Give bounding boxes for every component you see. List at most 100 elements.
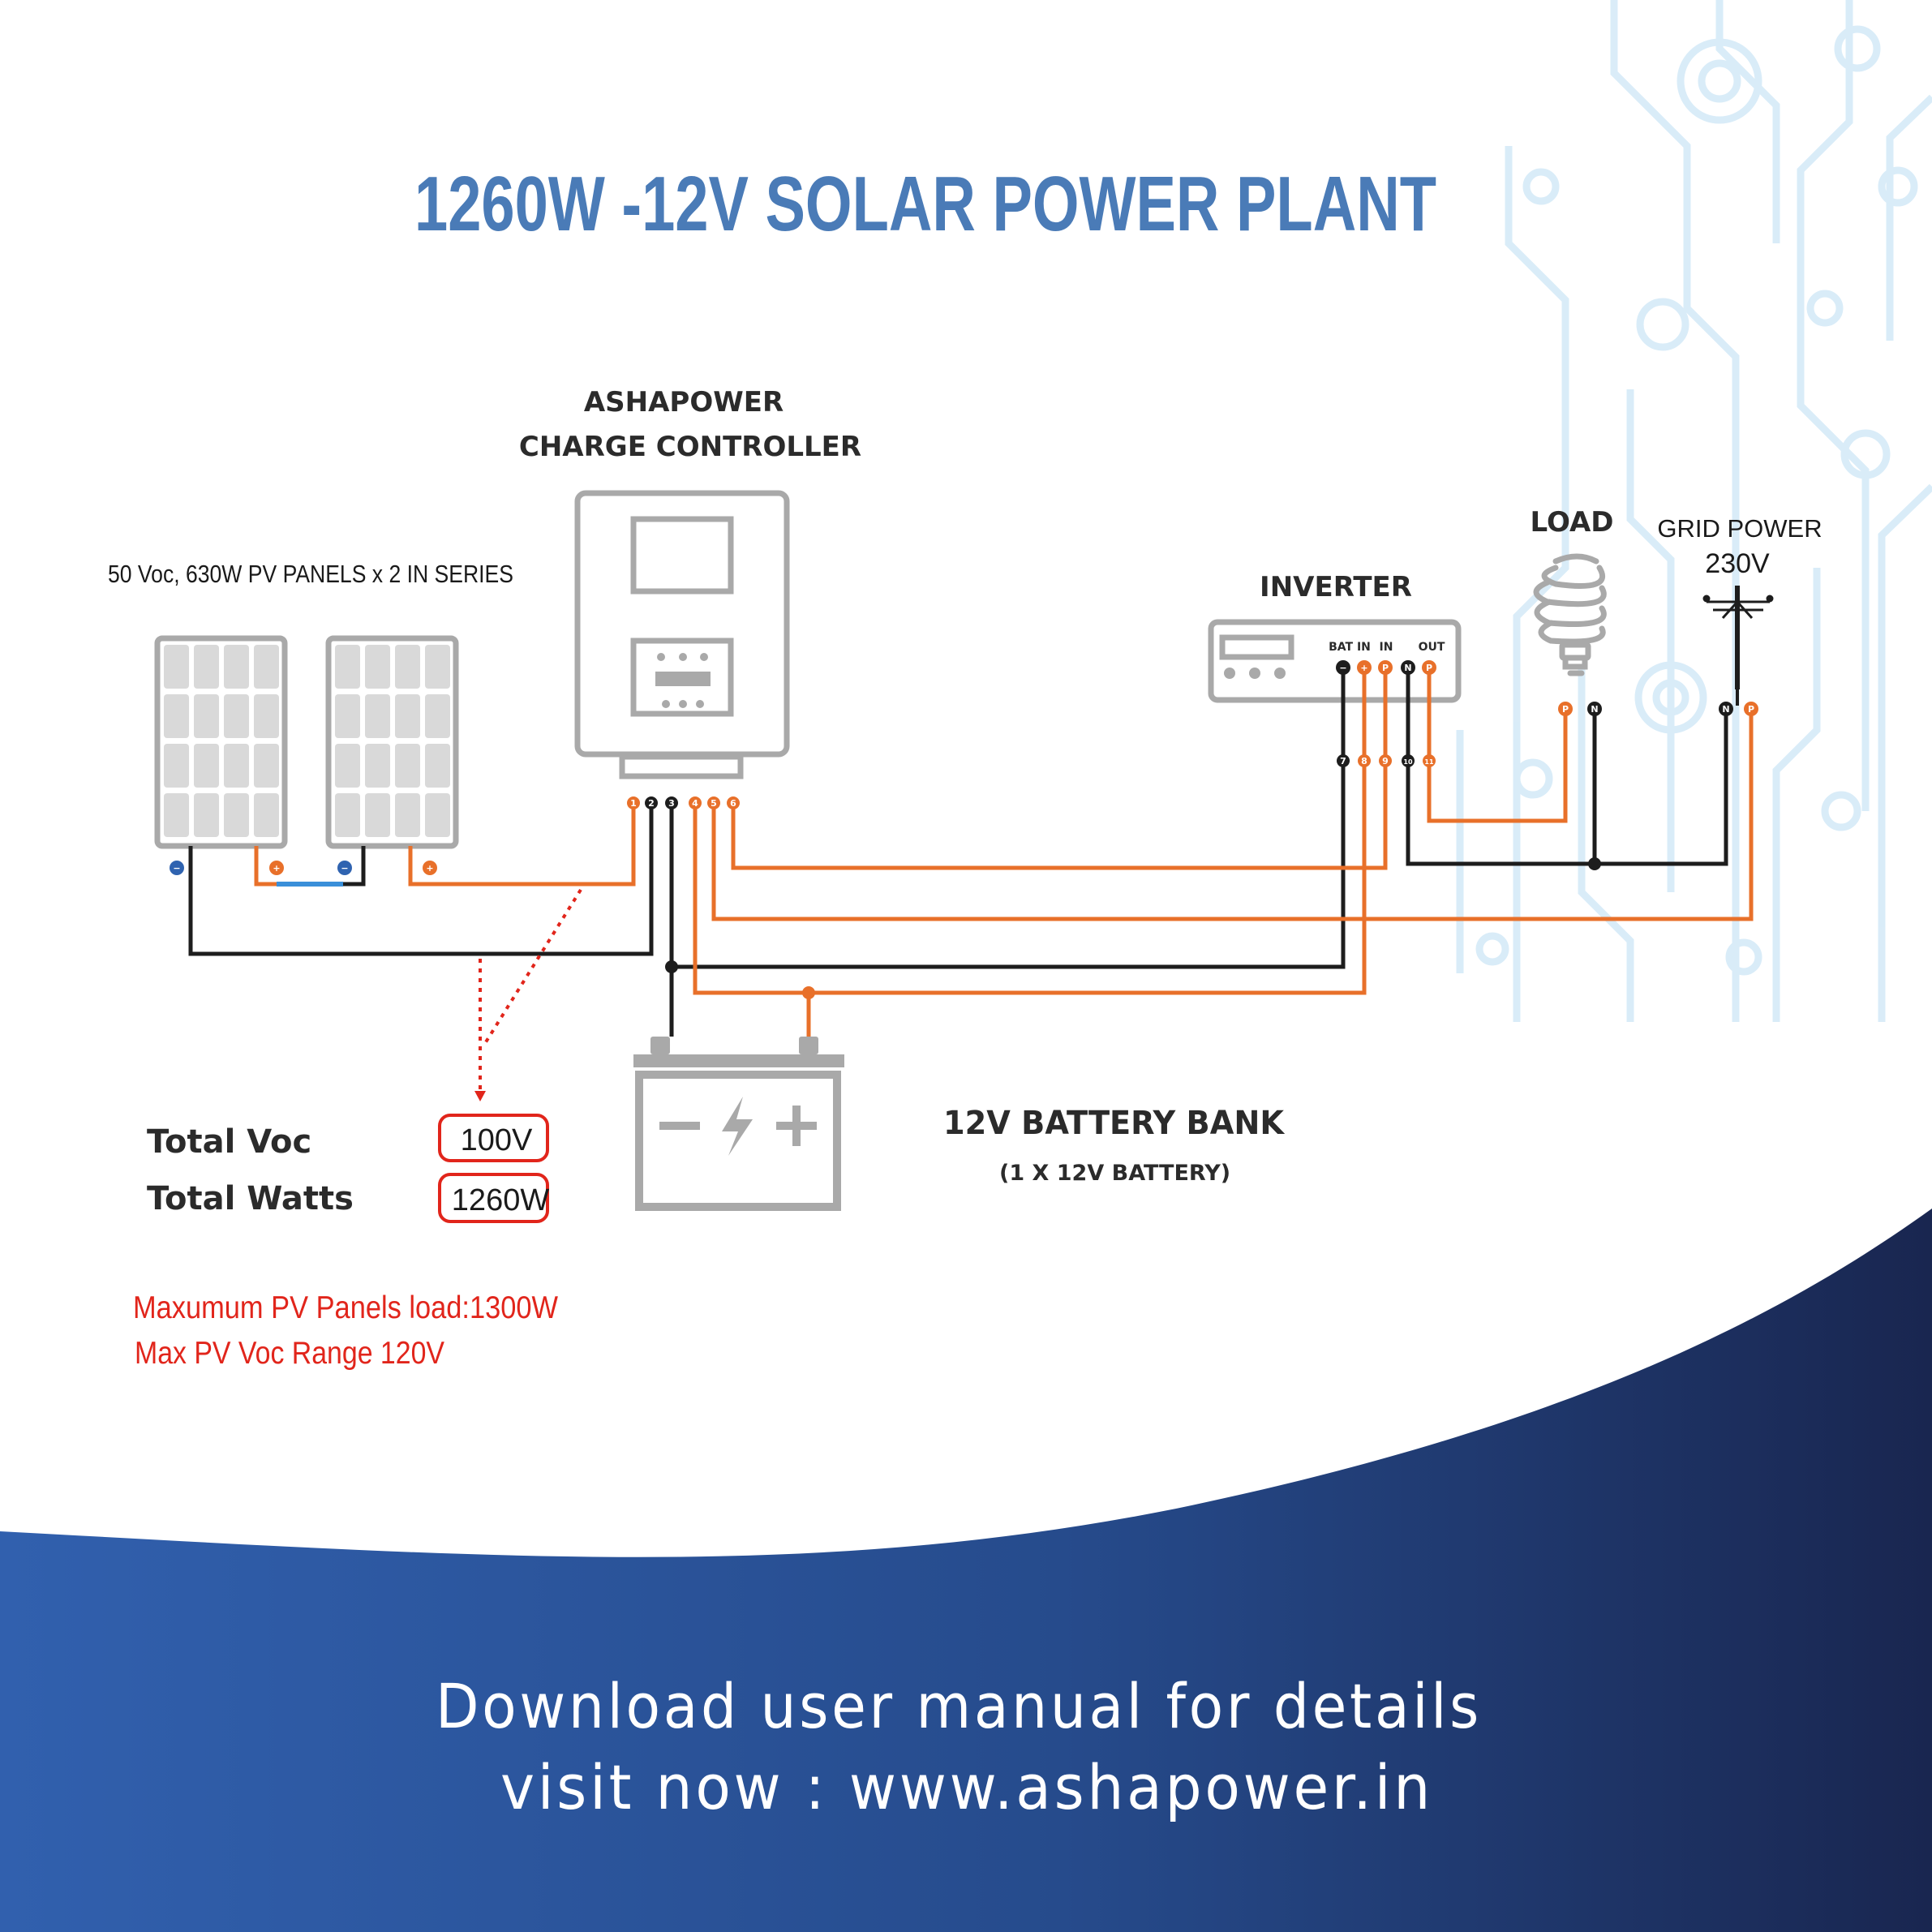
inverter-terminal-9-label: 9 bbox=[1382, 756, 1389, 766]
inverter-terminal-8-dot bbox=[1358, 754, 1371, 767]
panel-2-positive-terminal: + bbox=[423, 861, 437, 875]
controller-terminal-1-label: 1 bbox=[630, 798, 637, 809]
inverter-in-n-terminal-dot bbox=[1401, 660, 1415, 675]
inverter-label: INVERTER bbox=[1260, 571, 1412, 603]
load-n-terminal: N bbox=[1587, 702, 1602, 716]
inverter-in-n-terminal: N bbox=[1401, 660, 1415, 675]
controller-terminal-3-label: 3 bbox=[668, 798, 675, 809]
panel-1-positive-terminal-dot bbox=[269, 861, 284, 875]
inverter-in-label: IN bbox=[1380, 641, 1393, 654]
load-label: LOAD bbox=[1531, 506, 1614, 539]
footer-line-1: Download user manual for details bbox=[436, 1670, 1482, 1742]
panel-2-negative-terminal-label: − bbox=[341, 863, 348, 874]
panel-1-negative-terminal-label: − bbox=[173, 863, 180, 874]
battery-sub-label: (1 X 12V BATTERY) bbox=[999, 1161, 1230, 1186]
panel-2-negative-terminal: − bbox=[337, 861, 352, 875]
inverter-terminal-8: 8 bbox=[1358, 754, 1371, 767]
inverter-out-p-terminal-dot bbox=[1422, 660, 1436, 675]
pv-panel-2-cell bbox=[335, 793, 360, 837]
load-p-terminal-dot bbox=[1558, 702, 1573, 716]
controller-terminal-2-dot bbox=[645, 796, 658, 809]
controller-terminal-5: 5 bbox=[707, 796, 720, 809]
pv-panel-2-cell bbox=[365, 793, 390, 837]
pointer-arrowhead bbox=[474, 1091, 486, 1101]
inverter-bat-in-label: BAT IN bbox=[1329, 641, 1371, 654]
pv-panel-2-cell bbox=[395, 694, 420, 738]
controller-terminal-2-label: 2 bbox=[648, 798, 655, 809]
pv-panel-1-cell bbox=[194, 744, 219, 788]
pv-panel-1-cell bbox=[254, 793, 279, 837]
pv-panel-1 bbox=[154, 635, 288, 849]
inverter-bat-negative-terminal-label: − bbox=[1339, 663, 1346, 673]
inverter-terminal-11: 11 bbox=[1423, 754, 1436, 767]
controller-terminal-3: 3 bbox=[665, 796, 678, 809]
power-pole-icon bbox=[1702, 586, 1774, 689]
load-n-terminal-label: N bbox=[1591, 704, 1598, 715]
controller-terminal-4: 4 bbox=[689, 796, 702, 809]
total-watts-value: 1260W bbox=[452, 1183, 550, 1217]
pv-panel-1-cell bbox=[254, 694, 279, 738]
pv-panel-2-cell bbox=[395, 744, 420, 788]
controller-terminal-4-dot bbox=[689, 796, 702, 809]
controller-label-type: CHARGE CONTROLLER bbox=[519, 431, 861, 463]
inverter-terminal-10-dot bbox=[1402, 754, 1415, 767]
page-title: 1260W -12V SOLAR POWER PLANT bbox=[414, 161, 1436, 247]
inverter-out-p-terminal-label: P bbox=[1426, 663, 1432, 673]
total-voc-label: Total Voc bbox=[147, 1123, 311, 1161]
pv-panel-2-cell bbox=[395, 645, 420, 689]
bulb-icon bbox=[1533, 553, 1607, 676]
inverter-terminal-10-label: 10 bbox=[1403, 758, 1413, 766]
pv-panel-1-cell bbox=[164, 793, 189, 837]
inverter: BAT IN IN OUT bbox=[1208, 619, 1462, 703]
total-voc-value: 100V bbox=[461, 1123, 533, 1157]
controller-terminal-6-dot bbox=[727, 796, 740, 809]
pv-panel-1-cell bbox=[164, 744, 189, 788]
controller-terminal-6-label: 6 bbox=[730, 798, 736, 809]
load-p-terminal-label: P bbox=[1562, 704, 1569, 715]
pv-panel-1-cell bbox=[194, 694, 219, 738]
inverter-out-p-terminal: P bbox=[1422, 660, 1436, 675]
pv-panel-1-cell bbox=[254, 645, 279, 689]
grid-n-terminal-label: N bbox=[1722, 704, 1729, 715]
pv-panel-2-cell bbox=[425, 694, 450, 738]
controller-terminal-5-label: 5 bbox=[711, 798, 717, 809]
wires bbox=[188, 668, 1754, 1037]
inverter-bat-positive-terminal-dot bbox=[1357, 660, 1372, 675]
pv-panel-2-cell bbox=[335, 694, 360, 738]
controller-label-brand: ASHAPOWER bbox=[584, 386, 784, 419]
pv-panel-2-cell bbox=[395, 793, 420, 837]
grid-n-terminal: N bbox=[1719, 702, 1733, 716]
inverter-terminal-7-label: 7 bbox=[1340, 756, 1346, 766]
controller-terminal-2: 2 bbox=[645, 796, 658, 809]
pv-panel-2-cell bbox=[365, 645, 390, 689]
panel-1-negative-terminal-dot bbox=[170, 861, 184, 875]
grid-n-terminal-dot bbox=[1719, 702, 1733, 716]
inverter-in-p-terminal-label: P bbox=[1382, 663, 1389, 673]
totals-pointer bbox=[479, 888, 582, 1091]
pv-panel-2-cell bbox=[335, 645, 360, 689]
controller-terminal-4-label: 4 bbox=[692, 798, 698, 809]
pv-panel-1-cell bbox=[164, 645, 189, 689]
grid-label: GRID POWER bbox=[1657, 514, 1822, 543]
circuit-background bbox=[1456, 0, 1932, 1022]
panels-label: 50 Voc, 630W PV PANELS x 2 IN SERIES bbox=[108, 560, 513, 588]
inverter-terminal-11-label: 11 bbox=[1424, 758, 1434, 766]
note-max-load: Maxumum PV Panels load:1300W bbox=[133, 1290, 558, 1325]
panel-1-negative-terminal: − bbox=[170, 861, 184, 875]
panel-1-positive-terminal: + bbox=[269, 861, 284, 875]
inverter-terminal-9: 9 bbox=[1379, 754, 1392, 767]
inverter-terminal-9-dot bbox=[1379, 754, 1392, 767]
inverter-out-label: OUT bbox=[1419, 641, 1445, 654]
battery-label: 12V BATTERY BANK bbox=[943, 1105, 1286, 1142]
pv-panel-1-cell bbox=[224, 645, 249, 689]
pv-panel-1-cell bbox=[194, 645, 219, 689]
inverter-in-n-terminal-label: N bbox=[1404, 663, 1411, 673]
total-watts-box bbox=[438, 1173, 549, 1223]
inverter-terminal-7: 7 bbox=[1337, 754, 1350, 767]
grid-p-terminal: P bbox=[1744, 702, 1758, 716]
pv-panel-2-cell bbox=[425, 793, 450, 837]
inverter-terminal-11-dot bbox=[1423, 754, 1436, 767]
controller-terminal-3-dot bbox=[665, 796, 678, 809]
inverter-terminal-8-label: 8 bbox=[1361, 756, 1367, 766]
